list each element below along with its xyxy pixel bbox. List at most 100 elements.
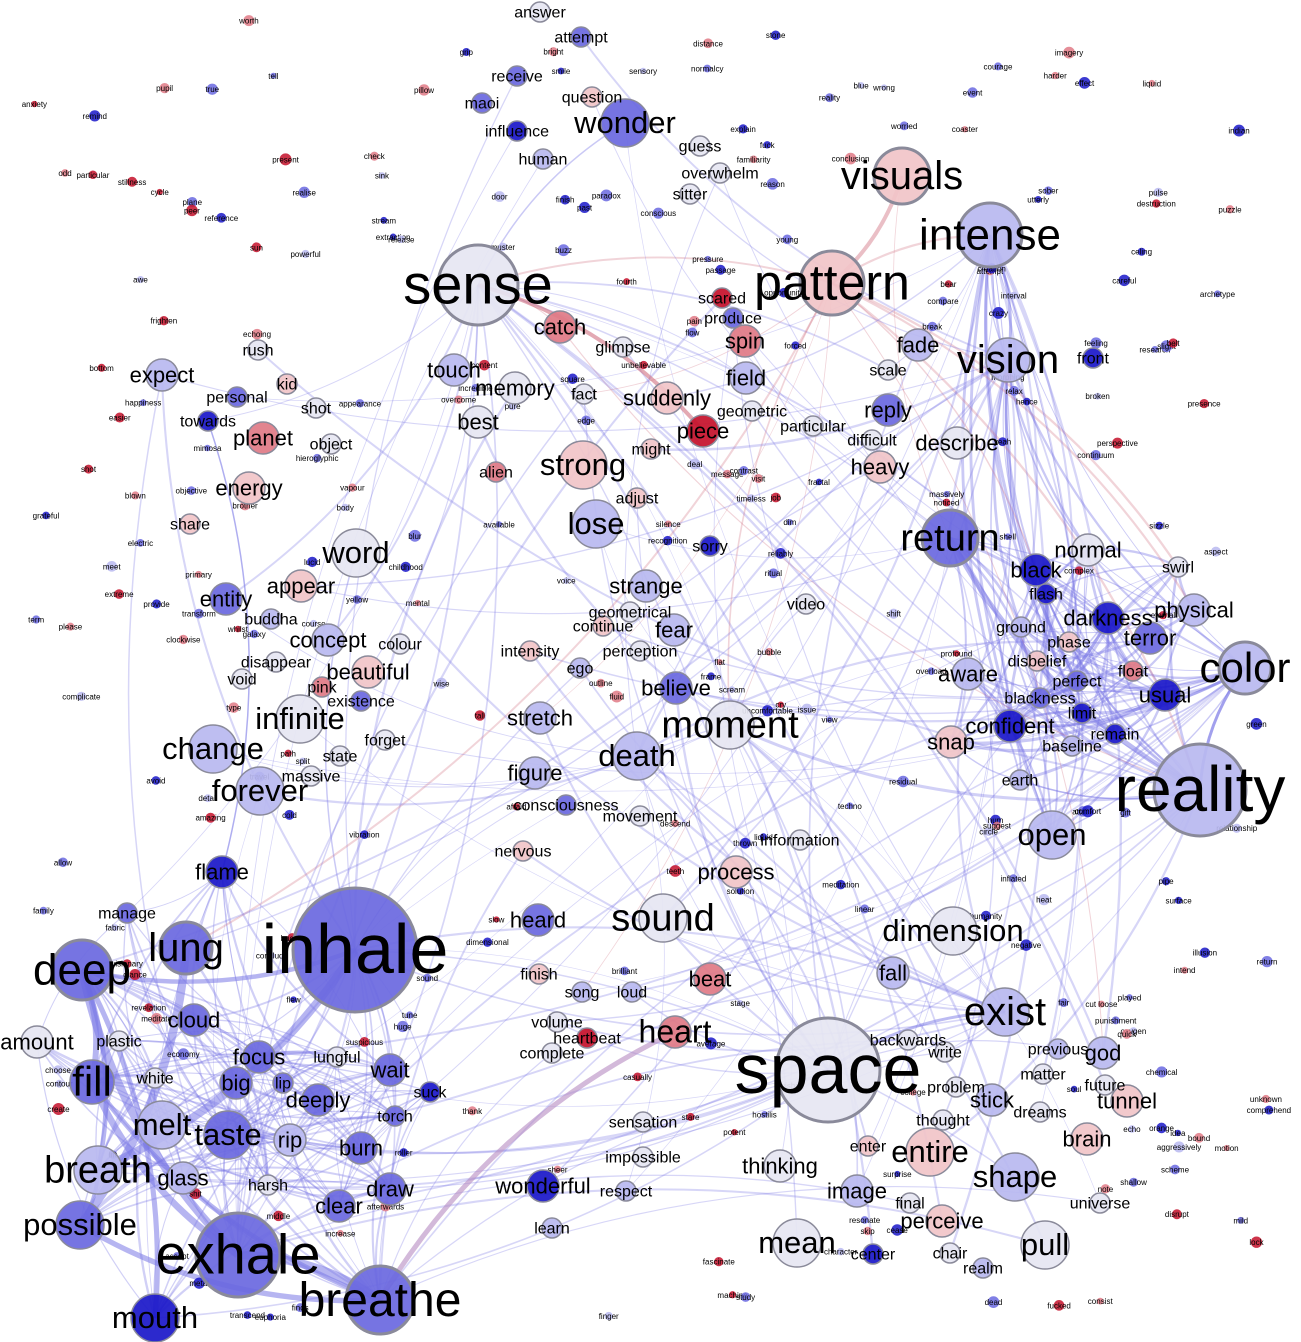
- node-thinking: [763, 1149, 797, 1183]
- edge-moment-write: [729, 724, 946, 1053]
- minor-node: [899, 121, 909, 131]
- minor-node-label: circle: [979, 828, 998, 837]
- minor-node: [1148, 79, 1156, 87]
- node-reply: [871, 393, 905, 427]
- label-beat: beat: [689, 966, 732, 991]
- edge-normal-vision: [1007, 359, 1089, 551]
- minor-node-label: reason: [760, 180, 784, 189]
- node-attempt: [570, 26, 592, 48]
- minor-node: [268, 952, 276, 959]
- edge-darkness-open: [1051, 617, 1110, 836]
- node-volume: [546, 1011, 568, 1033]
- node-video: [795, 593, 817, 615]
- node-dreams: [1029, 1101, 1051, 1123]
- edge-reality-entire: [929, 789, 1202, 1153]
- minor-node-label: crazy: [989, 309, 1008, 318]
- node-harsh: [257, 1174, 279, 1196]
- node-believe: [659, 671, 693, 705]
- edge-moment-stick: [729, 724, 994, 1101]
- minor-node-label: thrown: [733, 839, 757, 848]
- label-memory: memory: [475, 375, 554, 400]
- minor-node-label: harder: [1044, 72, 1067, 81]
- label-sound: sound: [611, 898, 715, 940]
- label-information: information: [760, 832, 839, 849]
- label-perfect: perfect: [1053, 673, 1102, 690]
- minor-node-label: young: [776, 235, 798, 244]
- node-swirl: [1167, 556, 1189, 578]
- minor-node: [1170, 1164, 1180, 1175]
- minor-node: [943, 490, 950, 498]
- edge-return-problem: [949, 537, 995, 1088]
- label-suck: suck: [414, 1084, 448, 1101]
- minor-node: [378, 172, 386, 179]
- edge-burn-white: [154, 1077, 362, 1149]
- minor-node: [894, 1170, 901, 1177]
- node-write: [934, 1041, 956, 1063]
- minor-node-label: complex: [1064, 567, 1094, 576]
- minor-node: [938, 296, 948, 306]
- minor-node-label: buckle: [281, 934, 305, 943]
- minor-node-label: study: [736, 1293, 755, 1302]
- minor-node: [114, 412, 125, 423]
- label-void: void: [227, 671, 256, 688]
- minor-node: [633, 1072, 643, 1082]
- node-taste: [203, 1110, 253, 1160]
- minor-node: [206, 83, 218, 95]
- edge-exhale-blackness: [237, 697, 1041, 1256]
- minor-node: [844, 152, 857, 165]
- minor-node-label: blur: [408, 532, 422, 541]
- minor-node: [131, 491, 140, 500]
- minor-node-label: past: [577, 203, 593, 212]
- label-energy: energy: [215, 475, 282, 500]
- label-spin: spin: [725, 328, 765, 353]
- label-lip: lip: [275, 1075, 291, 1092]
- node-energy: [232, 471, 266, 505]
- node-nervous: [512, 840, 534, 862]
- edge-cloud-lungful: [193, 1019, 338, 1058]
- edge-torch-manage: [126, 912, 396, 1117]
- minor-node-label: edge: [577, 416, 595, 425]
- edge-lip-torch: [282, 1082, 396, 1117]
- minor-node-label: realise: [292, 188, 316, 197]
- minor-node-label: shell: [1000, 533, 1017, 542]
- node-dimension: [928, 906, 978, 956]
- minor-node-label: punishment: [1095, 1016, 1137, 1025]
- edge-deep-torch: [81, 969, 396, 1117]
- label-suddenly: suddenly: [623, 385, 711, 410]
- edge-glass-lungful: [182, 1056, 338, 1179]
- minor-node-label: pillow: [414, 86, 434, 95]
- minor-node: [689, 458, 701, 470]
- label-universe: universe: [1070, 1195, 1131, 1212]
- edge-return-lose: [595, 523, 951, 559]
- label-flash: flash: [1029, 586, 1063, 603]
- label-sitter: sitter: [673, 186, 708, 203]
- minor-node: [512, 802, 521, 811]
- edge-perfect-intense: [984, 234, 1079, 682]
- edge-exist-infinite: [299, 718, 1006, 1013]
- edge-plastic-lip: [118, 1039, 284, 1084]
- minor-node: [462, 47, 471, 57]
- node-intensity: [519, 640, 541, 662]
- label-video: video: [787, 596, 825, 613]
- label-fall: fall: [879, 960, 907, 985]
- label-geometric: geometric: [717, 403, 787, 420]
- minor-node: [992, 821, 1002, 830]
- label-shape: shape: [973, 1159, 1057, 1194]
- edge-taste-amount: [36, 1041, 229, 1136]
- minor-node-label: afraid: [506, 803, 526, 812]
- minor-node-label: view: [822, 716, 838, 725]
- label-might: might: [631, 441, 671, 458]
- minor-node-label: techno: [838, 802, 863, 811]
- minor-node-label: content: [471, 361, 498, 370]
- minor-node-label: meditate: [141, 1015, 172, 1024]
- minor-node: [55, 1079, 64, 1088]
- edge-vision-deep: [81, 359, 1009, 971]
- label-float: float: [1118, 663, 1149, 680]
- minor-node-label: chemical: [1146, 1068, 1178, 1077]
- minor-node-label: college: [900, 1088, 926, 1097]
- label-buddha: buddha: [244, 611, 297, 628]
- minor-node-label: soul: [1067, 1085, 1082, 1094]
- edge-usual-earth: [1019, 694, 1167, 782]
- minor-node-label: return: [1257, 958, 1278, 967]
- label-towards: towards: [180, 413, 236, 430]
